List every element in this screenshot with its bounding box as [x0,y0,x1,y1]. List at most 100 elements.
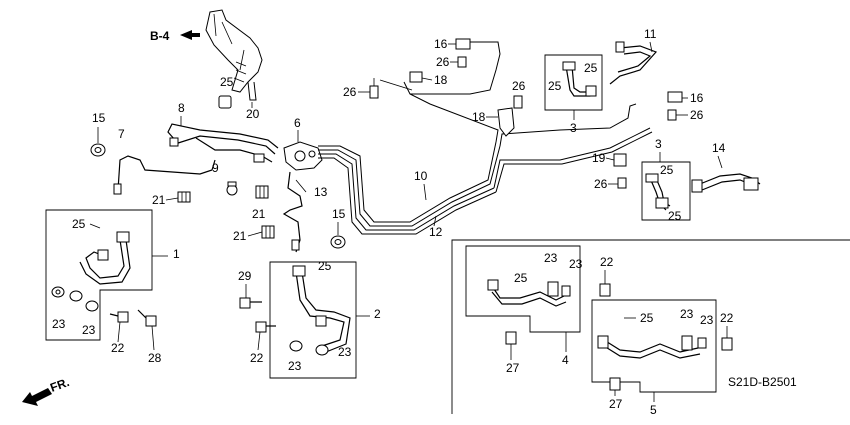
callout-14: 14 [712,141,726,155]
reference-label: B-4 [150,29,170,43]
bolt-22-right-upper [599,283,611,297]
callout-9: 9 [212,161,219,175]
callout-23f: 23 [569,257,583,271]
callout-4: 4 [562,353,569,367]
washer-23 [69,290,83,302]
callout-21b: 21 [233,229,247,243]
hose-assembly-box-2 [269,261,370,379]
diagram-code: S21D-B2501 [728,375,797,389]
bracket-19 [205,9,263,101]
callout-23g: 23 [680,307,694,321]
bleeder-26-top [457,56,467,68]
callout-27a: 27 [506,361,520,375]
bracket-17 [497,107,515,137]
callout-22d: 22 [720,311,734,325]
callout-23e: 23 [544,251,558,265]
callout-16a: 16 [434,37,448,51]
brake-pipe-13 [282,171,303,253]
pipe-fitting [691,179,703,193]
hose-assembly-box-4 [465,245,581,333]
brake-pipe-11 [609,45,658,85]
clip-21-left [177,191,191,203]
bolt-22-center [255,321,276,333]
grommet-15-center [330,235,346,249]
bolt-28-left [137,309,157,327]
bleeder-26-right [667,109,677,121]
pipe-fitting [291,239,300,251]
bolt-22-right-lower [721,337,733,351]
bleeder-26-lower [617,177,627,189]
callout-25e: 25 [72,217,86,231]
callout-24: 25 [220,75,234,89]
clip-29 [226,181,238,196]
hose-assembly-box-1 [45,209,168,341]
clip-16-top [455,38,471,50]
brake-pipe-7 [117,155,216,191]
callout-21a: 21 [152,193,166,207]
callout-25f: 25 [318,259,332,273]
callout-28a: 28 [148,351,162,365]
callout-16b: 16 [690,91,704,105]
pipe-fitting [113,183,122,195]
callout-26a: 26 [436,55,450,69]
direction-label: FR. [48,375,71,395]
grommet-15-left [90,143,106,157]
callout-23d: 23 [338,345,352,359]
callout-3a: 3 [570,121,577,135]
pipe-fitting [169,137,179,147]
clip-20 [255,185,269,199]
hose-assembly-box-3-upper [544,54,603,111]
callout-6: 6 [294,116,301,130]
callout-15a: 15 [92,111,106,125]
callout-23a: 23 [52,317,66,331]
callout-23b: 23 [82,323,96,337]
callout-22b: 22 [250,351,264,365]
callout-22a: 22 [111,341,125,355]
callout-22c: 22 [600,255,614,269]
callout-26c: 26 [512,79,526,93]
callout-8: 8 [178,101,185,115]
callout-19: 20 [246,107,260,121]
bolt-22-left [109,311,129,323]
proportioning-valve-6 [283,141,323,171]
callout-18a: 18 [434,73,448,87]
callout-26b: 26 [343,85,357,99]
callout-17: 18 [472,110,486,124]
washer-23 [85,300,99,312]
washer-23 [315,344,329,356]
callout-15b: 15 [332,207,346,221]
callout-28b: 29 [238,269,252,283]
nut-24 [218,95,232,109]
washer-23 [51,286,65,298]
reference-arrow-icon [180,30,200,40]
callout-13: 13 [314,185,328,199]
callout-25b: 25 [584,61,598,75]
callout-5: 5 [650,403,657,417]
bolt-27-right [609,377,621,391]
callout-25c: 25 [660,163,674,177]
bolt-27-left [505,331,517,345]
rear-section-frame [451,239,850,414]
callout-11: 11 [644,27,657,41]
clip-18-right [613,153,627,167]
callout-23h: 23 [700,313,714,327]
callout-23c: 23 [288,359,302,373]
callout-25h: 25 [640,311,654,325]
pipe-fitting [743,177,759,191]
clip-16-right [667,91,683,103]
callout-3b: 3 [655,137,662,151]
clip-21-center [261,225,275,239]
bolt-28-center [239,297,262,309]
callout-25g: 25 [514,271,528,285]
callout-25a: 25 [548,79,562,93]
pipe-fitting [615,41,625,53]
brake-pipe-8 [167,123,279,149]
bleeder-26-mid [513,95,523,109]
hose-assembly-box-5 [591,299,717,393]
clip-18-top [409,71,423,83]
callout-2: 2 [374,307,381,321]
callout-10: 10 [414,169,428,183]
brake-pipes-10-12 [318,41,653,235]
callout-27b: 27 [609,397,623,411]
